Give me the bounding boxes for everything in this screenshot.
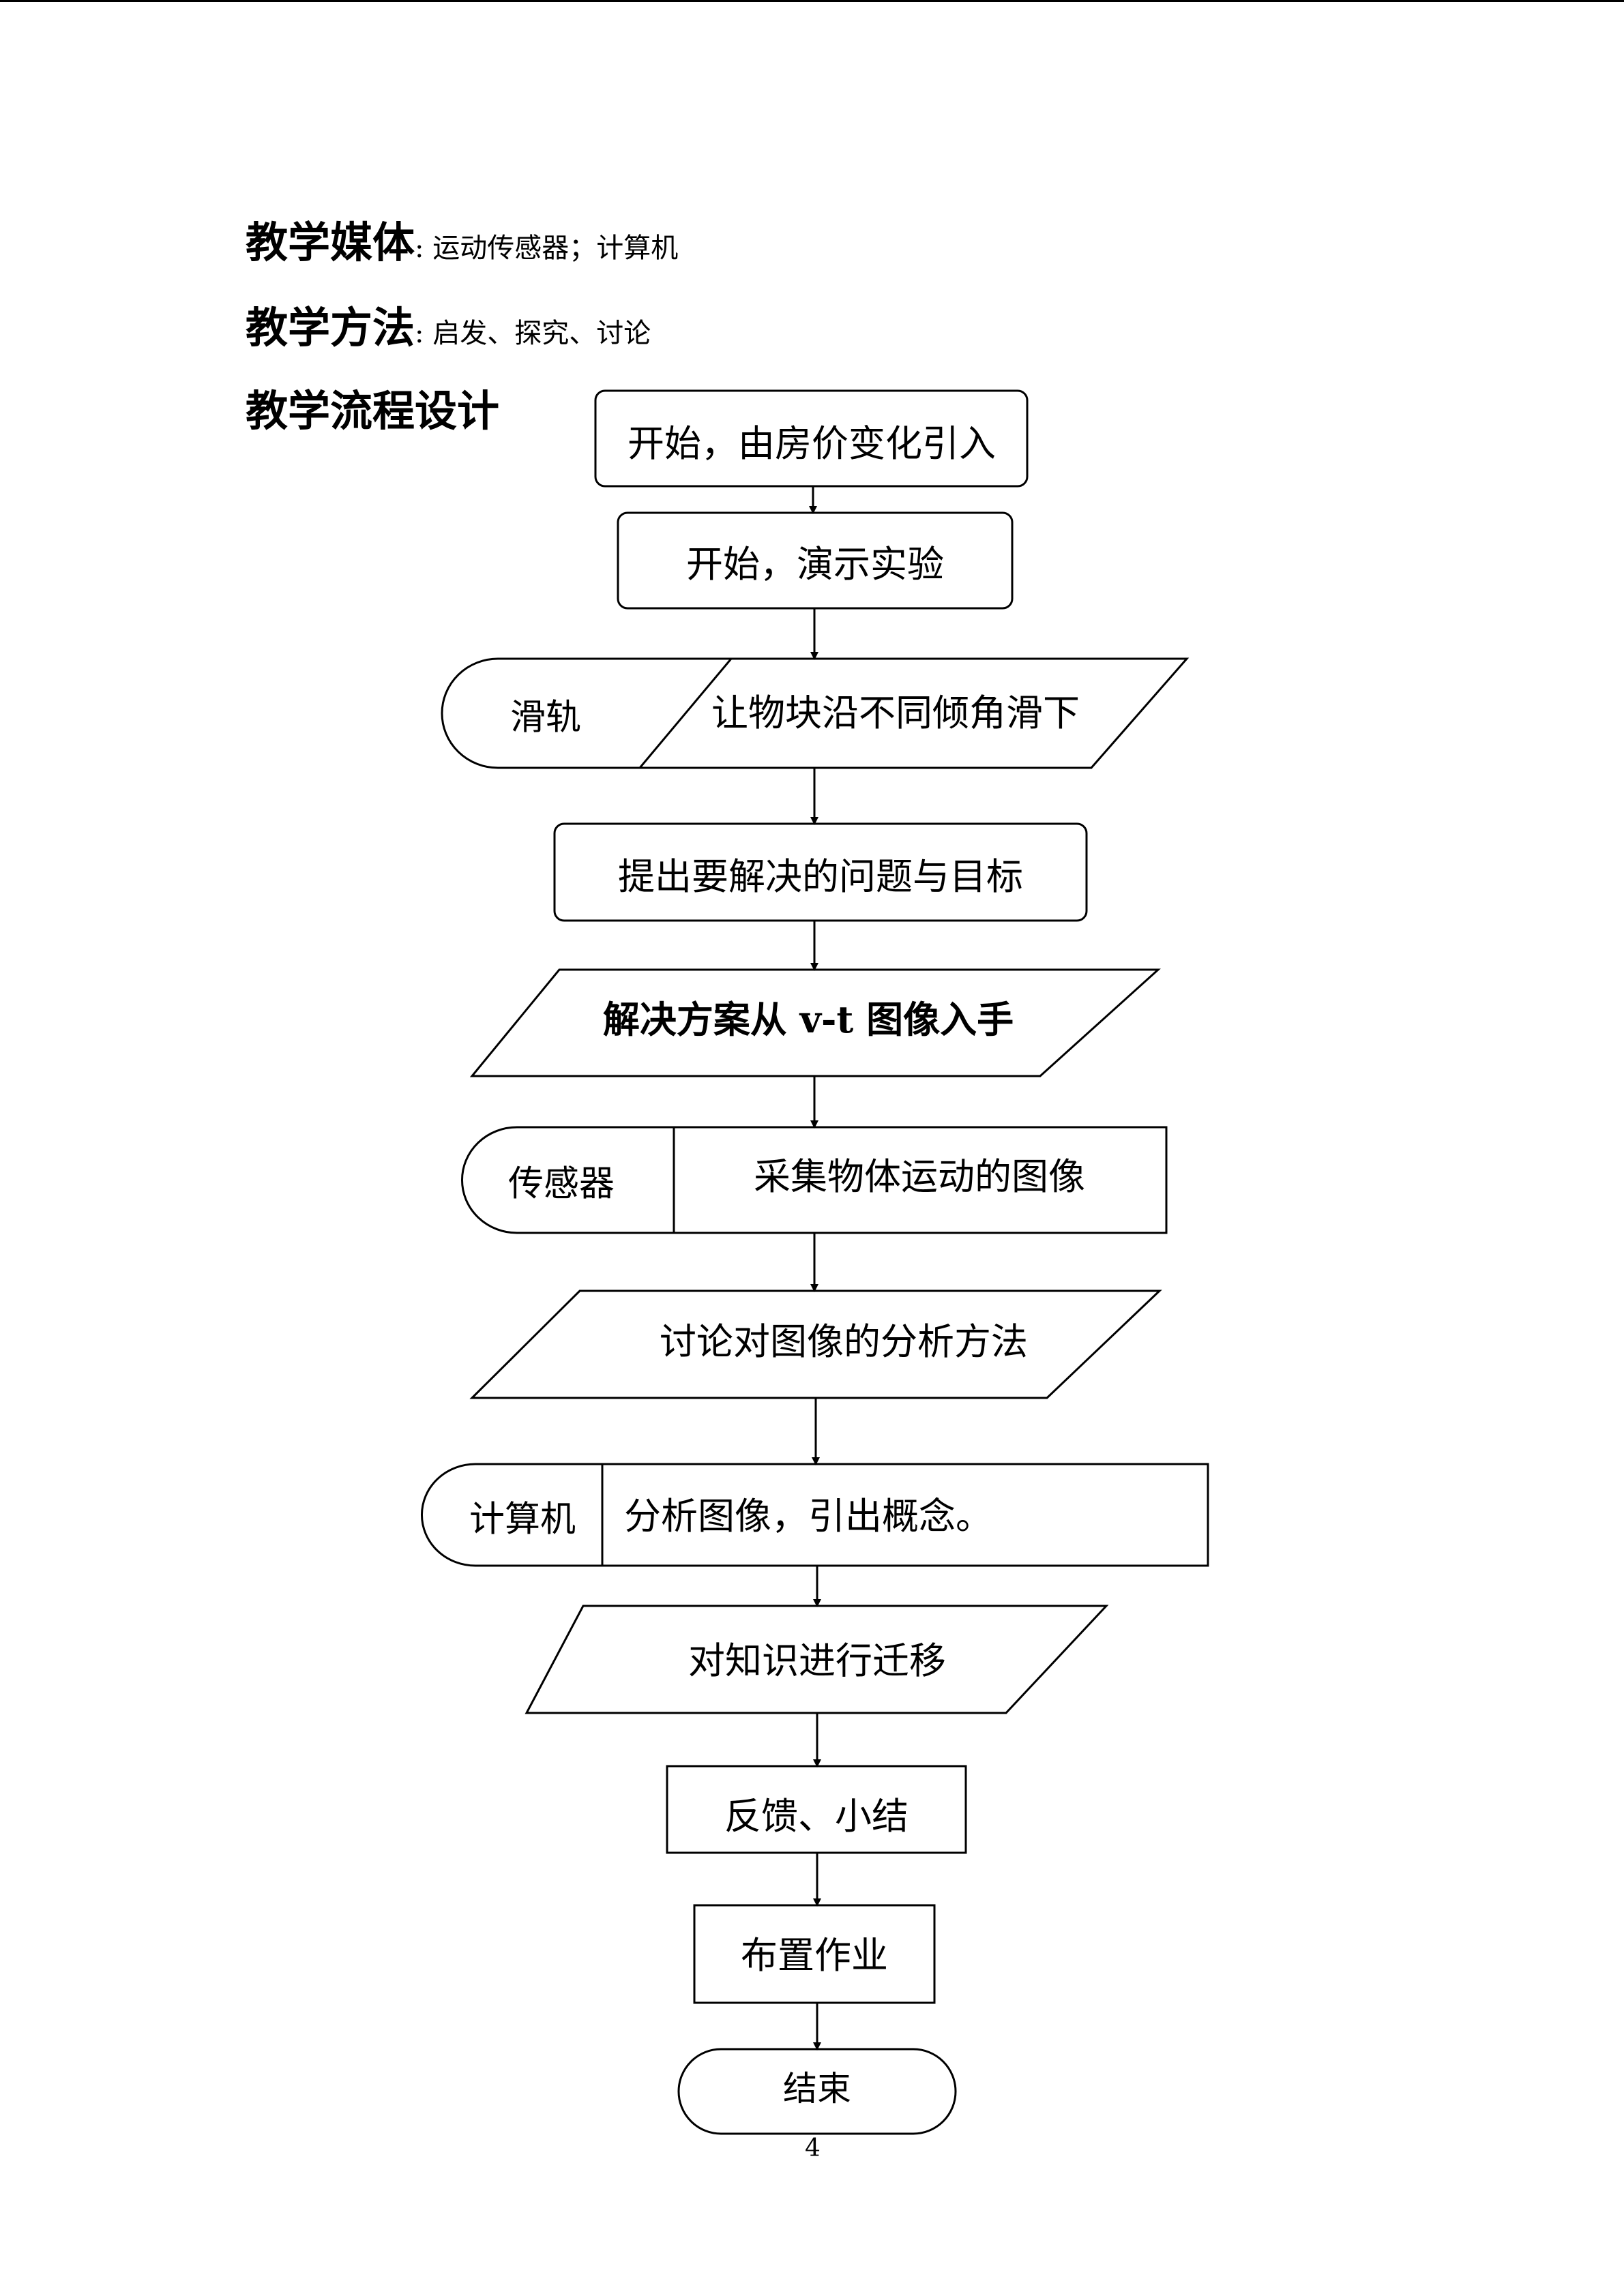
sensor-tag-shape bbox=[460, 1126, 674, 1234]
discuss-parallelogram bbox=[469, 1289, 1162, 1399]
teaching-method-line: 教学方法: 启发、探究、讨论 bbox=[246, 293, 651, 355]
problem-box bbox=[553, 822, 1088, 922]
plan-parallelogram bbox=[469, 968, 1161, 1077]
slide-tag-text: 滑轨 bbox=[510, 698, 581, 739]
teaching-method-value: : 启发、探究、讨论 bbox=[415, 318, 651, 349]
slide-rail-tag-shape bbox=[441, 657, 731, 769]
demo-box bbox=[617, 511, 1014, 610]
feedback-text: 反馈、小结 bbox=[724, 1795, 909, 1838]
teaching-media-value: : 运动传感器；计算机 bbox=[415, 233, 679, 264]
end-text: 结束 bbox=[783, 2069, 851, 2108]
teaching-media-line: 教学媒体: 运动传感器；计算机 bbox=[246, 208, 678, 269]
page-number: 4 bbox=[805, 2134, 821, 2162]
computer-tag-shape bbox=[420, 1463, 602, 1567]
teaching-flow-label: 教学流程设计 bbox=[246, 386, 500, 436]
sensor-text: 采集物体运动的图像 bbox=[754, 1155, 1085, 1198]
start-text: 开始，由房价变化引入 bbox=[628, 422, 996, 465]
sensor-box bbox=[673, 1126, 1168, 1234]
slide-parallelogram bbox=[637, 657, 1190, 769]
transfer-parallelogram bbox=[525, 1605, 1109, 1714]
top-border bbox=[0, 0, 1624, 2]
feedback-box bbox=[666, 1765, 967, 1854]
computer-box bbox=[601, 1463, 1209, 1567]
slide-text: 让物块沿不同倾角滑下 bbox=[711, 691, 1080, 734]
start-box bbox=[594, 389, 1029, 488]
plan-text: 解决方案从 v-t 图像入手 bbox=[603, 998, 1014, 1041]
teaching-media-label: 教学媒体 bbox=[246, 218, 415, 267]
homework-text: 布置作业 bbox=[741, 1934, 888, 1977]
end-terminator bbox=[677, 2048, 957, 2135]
teaching-flow-line: 教学流程设计 bbox=[246, 376, 499, 438]
sensor-tag-text: 传感器 bbox=[508, 1164, 615, 1205]
computer-text: 分析图像，引出概念。 bbox=[624, 1495, 992, 1538]
flow-connectors bbox=[809, 486, 821, 2051]
teaching-method-label: 教学方法 bbox=[246, 303, 415, 353]
computer-tag-text: 计算机 bbox=[469, 1500, 576, 1540]
transfer-text: 对知识进行迁移 bbox=[688, 1639, 946, 1682]
discuss-text: 讨论对图像的分析方法 bbox=[660, 1320, 1028, 1363]
homework-box bbox=[693, 1904, 936, 2004]
problem-text: 提出要解决的问题与目标 bbox=[618, 855, 1023, 898]
demo-text: 开始，演示实验 bbox=[686, 543, 944, 586]
